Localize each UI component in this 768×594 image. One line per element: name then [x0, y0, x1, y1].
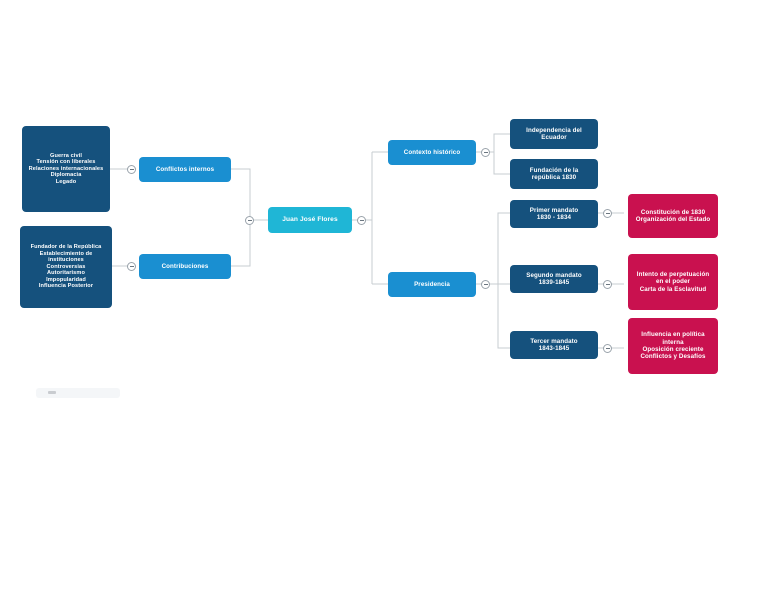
branch-presidencia[interactable]: Presidencia	[388, 272, 476, 297]
branch-conflictos-internos[interactable]: Conflictos internos	[139, 157, 231, 182]
collapse-minus-icon-root-left[interactable]	[245, 216, 254, 225]
leaf-contribuciones[interactable]: Fundador de la República Establecimiento…	[20, 226, 112, 308]
node-primer-mandato[interactable]: Primer mandato 1830 - 1834	[510, 200, 598, 228]
node-tercer-mandato[interactable]: Tercer mandato 1843-1845	[510, 331, 598, 359]
root-node-juan-jose-flores[interactable]: Juan José Flores	[268, 207, 352, 233]
node-independencia-del-ecuador[interactable]: Independencia del Ecuador	[510, 119, 598, 149]
leaf-conflictos-internos[interactable]: Guerra civil Tensión con liberales Relac…	[22, 126, 110, 212]
node-constitucion-1830[interactable]: Constitución de 1830 Organización del Es…	[628, 194, 718, 238]
collapse-minus-icon-presidencia[interactable]	[481, 280, 490, 289]
node-influencia-politica-interna[interactable]: Influencia en política interna Oposición…	[628, 318, 718, 374]
collapse-minus-icon-segundo-mandato[interactable]	[603, 280, 612, 289]
collapse-minus-icon-root-right[interactable]	[357, 216, 366, 225]
collapse-minus-icon-contribuciones[interactable]	[127, 262, 136, 271]
collapse-minus-icon-contexto[interactable]	[481, 148, 490, 157]
node-segundo-mandato[interactable]: Segundo mandato 1839-1845	[510, 265, 598, 293]
branch-contexto-historico[interactable]: Contexto histórico	[388, 140, 476, 165]
collapse-minus-icon-tercer-mandato[interactable]	[603, 344, 612, 353]
node-fundacion-republica-1830[interactable]: Fundación de la república 1830	[510, 159, 598, 189]
collapse-minus-icon-primer-mandato[interactable]	[603, 209, 612, 218]
collapse-minus-icon-conflictos[interactable]	[127, 165, 136, 174]
offscreen-node-placeholder	[36, 388, 120, 398]
branch-contribuciones[interactable]: Contribuciones	[139, 254, 231, 279]
node-intento-perpetuacion[interactable]: Intento de perpetuación en el poder Cart…	[628, 254, 718, 310]
